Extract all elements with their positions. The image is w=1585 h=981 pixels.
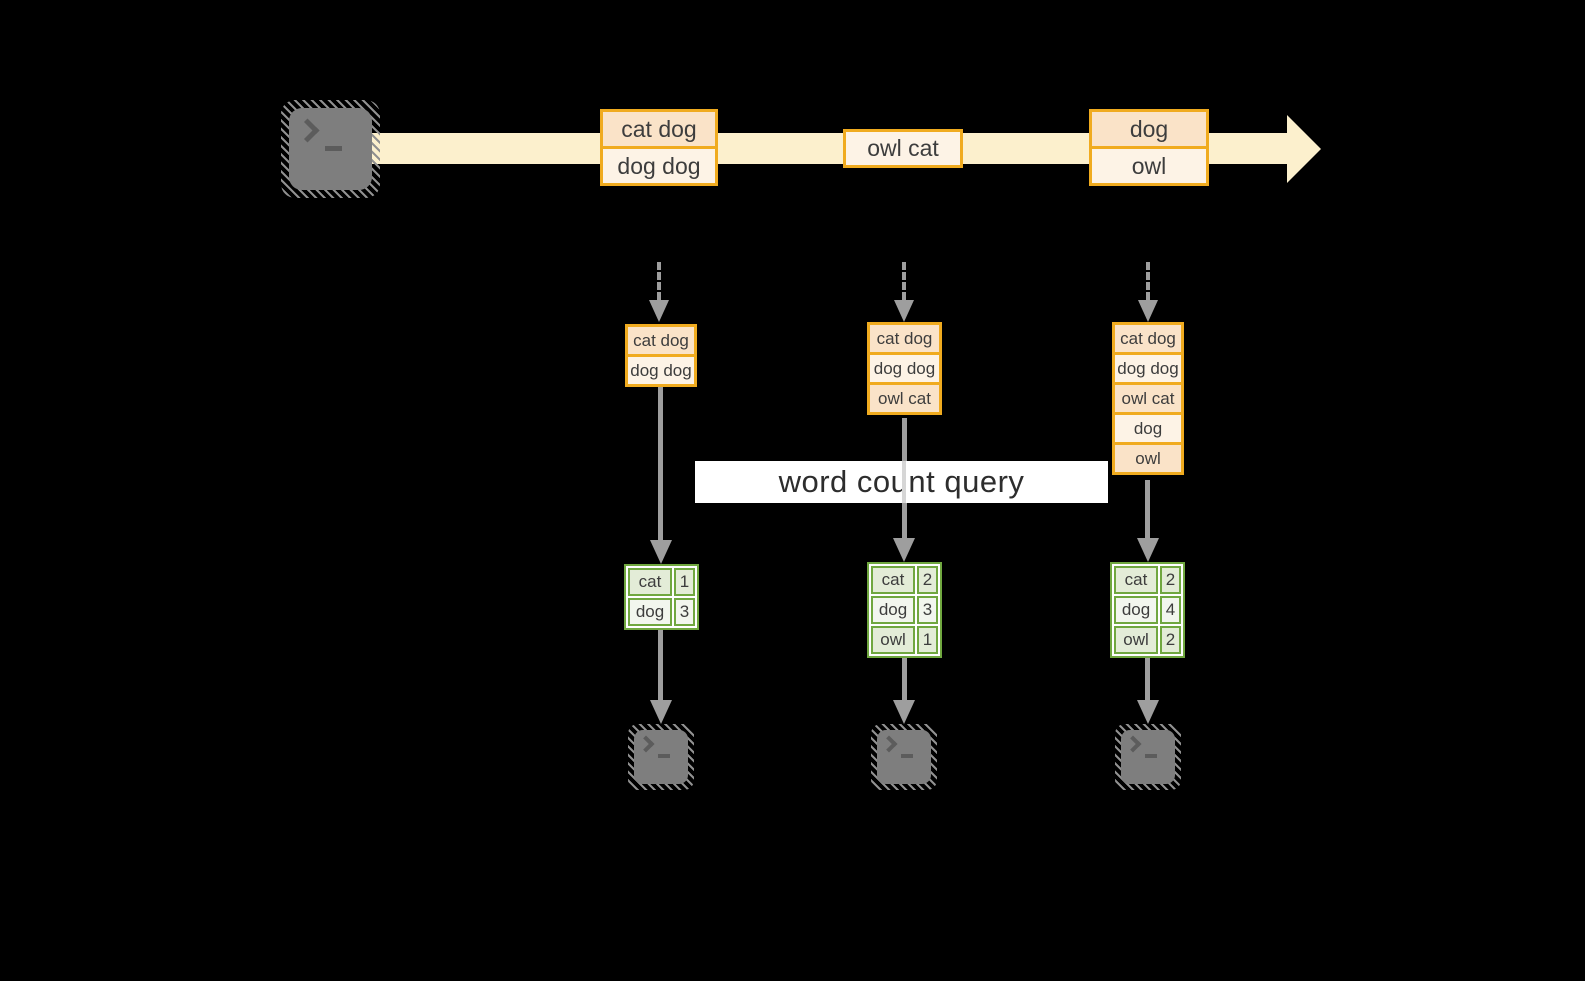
arrowhead-icon	[650, 540, 672, 564]
prompt-underscore-icon	[1145, 754, 1157, 758]
buffer-record: owl	[1115, 445, 1181, 472]
count-value: 1	[674, 568, 695, 596]
terminal-icon	[1115, 724, 1181, 790]
count-value: 2	[917, 566, 938, 594]
count-table-1: cat 1 dog 3	[624, 564, 699, 630]
stream-record-group-3: dog owl	[1089, 109, 1209, 186]
count-word: cat	[871, 566, 915, 594]
buffer-record: dog	[1115, 415, 1181, 442]
count-value: 2	[1160, 566, 1181, 594]
arrowhead-icon	[650, 700, 672, 724]
count-table-2: cat 2 dog 3 owl 1	[867, 562, 942, 658]
query-label: word count query	[695, 461, 1108, 503]
stream-record-group-1: cat dog dog dog	[600, 109, 718, 186]
count-value: 1	[917, 626, 938, 654]
count-value: 3	[917, 596, 938, 624]
count-word: dog	[1114, 596, 1158, 624]
count-word: cat	[1114, 566, 1158, 594]
arrow-through-label	[902, 461, 906, 503]
arrow	[658, 630, 663, 700]
dashed-arrow	[902, 262, 906, 300]
terminal-icon	[628, 724, 694, 790]
count-value: 2	[1160, 626, 1181, 654]
prompt-underscore-icon	[901, 754, 913, 758]
stream-record: dog dog	[603, 149, 715, 183]
count-value: 3	[674, 598, 695, 626]
count-value: 4	[1160, 596, 1181, 624]
prompt-underscore-icon	[325, 146, 342, 151]
buffer-stack-2: cat dog dog dog owl cat	[867, 322, 942, 415]
count-word: owl	[871, 626, 915, 654]
dashed-arrowhead-icon	[649, 300, 669, 322]
dashed-arrowhead-icon	[894, 300, 914, 322]
arrow	[658, 387, 663, 540]
stream-record: cat dog	[603, 112, 715, 146]
buffer-record: cat dog	[1115, 325, 1181, 352]
buffer-record: cat dog	[870, 325, 939, 352]
stream-record: owl cat	[846, 132, 960, 165]
dashed-arrow	[657, 262, 661, 300]
stream-record-group-2: owl cat	[843, 129, 963, 168]
buffer-record: owl cat	[870, 385, 939, 412]
arrow	[1145, 658, 1150, 700]
count-word: owl	[1114, 626, 1158, 654]
arrow	[902, 658, 907, 700]
arrowhead-icon	[893, 538, 915, 562]
stream-record: dog	[1092, 112, 1206, 146]
buffer-record: dog dog	[628, 357, 694, 384]
buffer-stack-3: cat dog dog dog owl cat dog owl	[1112, 322, 1184, 475]
arrow	[1145, 480, 1150, 538]
buffer-stack-1: cat dog dog dog	[625, 324, 697, 387]
buffer-record: cat dog	[628, 327, 694, 354]
count-word: cat	[628, 568, 672, 596]
dashed-arrowhead-icon	[1138, 300, 1158, 322]
arrowhead-icon	[893, 700, 915, 724]
stream-record: owl	[1092, 149, 1206, 183]
count-word: dog	[628, 598, 672, 626]
buffer-record: dog dog	[870, 355, 939, 382]
dashed-arrow	[1146, 262, 1150, 300]
arrowhead-icon	[1137, 700, 1159, 724]
stream-arrowhead-icon	[1287, 115, 1321, 183]
count-word: dog	[871, 596, 915, 624]
buffer-record: dog dog	[1115, 355, 1181, 382]
buffer-record: owl cat	[1115, 385, 1181, 412]
arrowhead-icon	[1137, 538, 1159, 562]
prompt-underscore-icon	[658, 754, 670, 758]
terminal-icon	[871, 724, 937, 790]
count-table-3: cat 2 dog 4 owl 2	[1110, 562, 1185, 658]
terminal-icon	[281, 100, 380, 198]
